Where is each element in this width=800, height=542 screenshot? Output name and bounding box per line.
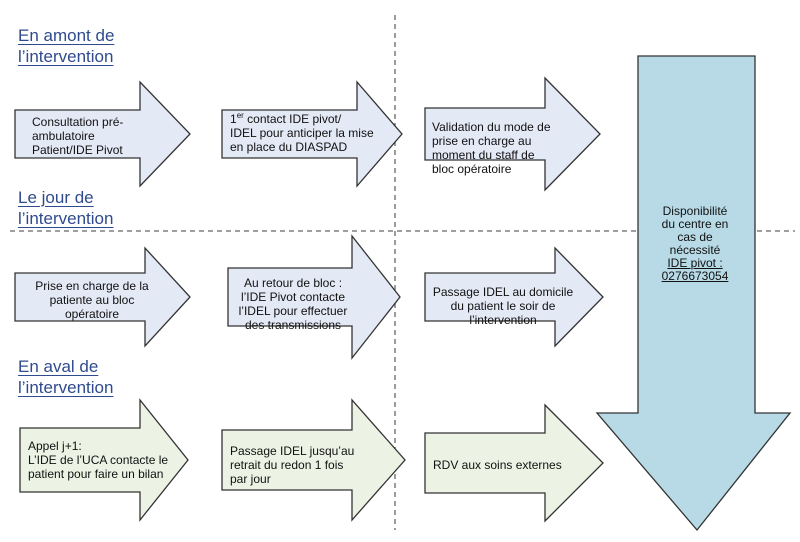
step-label-validation: Validation du mode de prise en charge au… bbox=[432, 120, 551, 176]
arrow-step-retour-bloc bbox=[227, 234, 401, 360]
step-label-redon: Passage IDEL jusqu’au retrait du redon 1… bbox=[230, 444, 355, 486]
arrow-step-consultation bbox=[14, 80, 191, 188]
step-label-passage-domicile: Passage IDEL au domicile du patient le s… bbox=[432, 285, 574, 327]
arrow-step-validation bbox=[424, 76, 601, 192]
availability-down-arrow bbox=[595, 55, 792, 532]
arrow-step-appel bbox=[19, 398, 189, 522]
availability-label: Disponibilité du centre en cas de nécess… bbox=[640, 205, 750, 283]
step-label-consultation: Consultation pré- ambulatoire Patient/ID… bbox=[32, 115, 124, 157]
step-label-bloc: Prise en charge de la patiente au bloc o… bbox=[35, 279, 149, 321]
step-label-appel: Appel j+1: L’IDE de l’UCA contacte le pa… bbox=[28, 439, 169, 481]
ide-pivot-phone: 0276673054 bbox=[661, 269, 729, 283]
step-label-rdv: RDV aux soins externes bbox=[433, 458, 562, 472]
arrow-step-redon bbox=[221, 398, 406, 522]
ide-pivot-label: IDE pivot : bbox=[667, 256, 723, 270]
step-label-retour-bloc: Au retour de bloc : l’IDE Pivot contacte… bbox=[238, 276, 348, 332]
arrow-step-passage-domicile bbox=[424, 246, 604, 348]
arrow-step-rdv bbox=[424, 403, 604, 523]
arrow-step-bloc bbox=[14, 246, 191, 348]
step-label-first-contact: 1er contact IDE pivot/ IDEL pour anticip… bbox=[230, 111, 374, 155]
arrow-step-first-contact bbox=[221, 80, 403, 188]
